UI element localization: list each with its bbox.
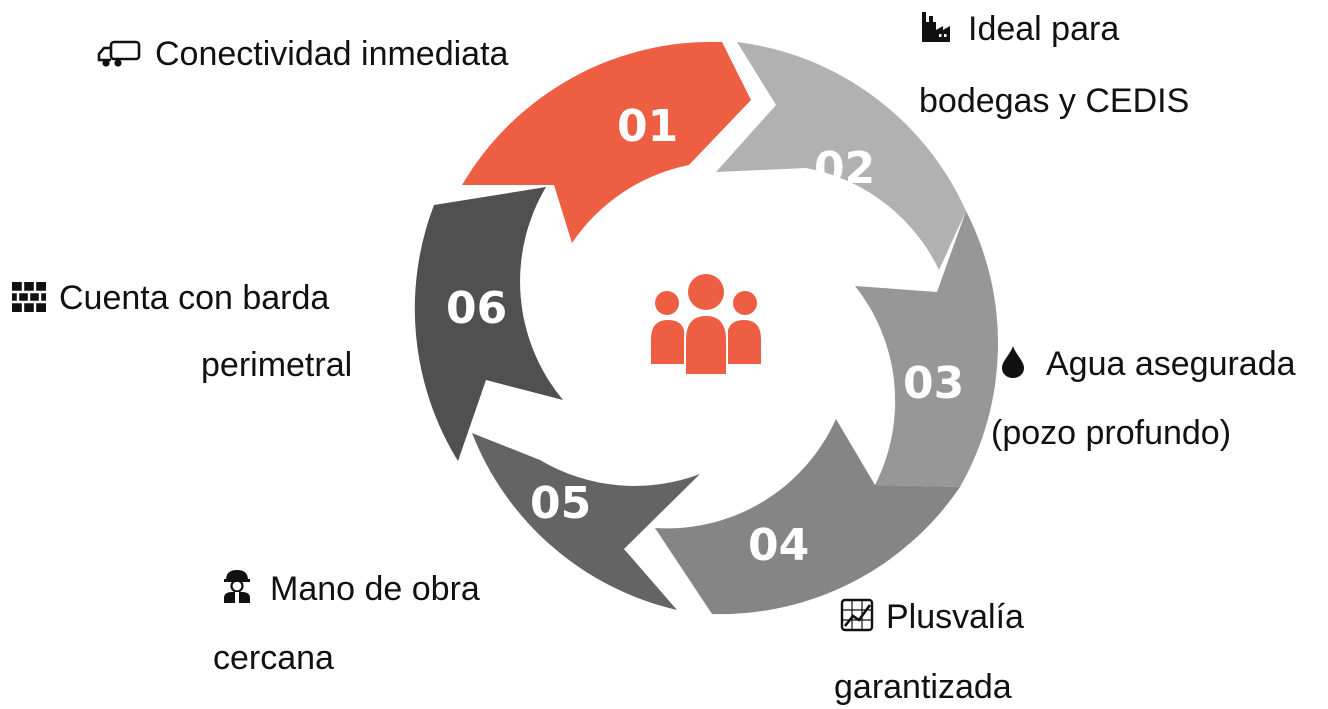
step-label-05-line-1-wrap: Mano de obra: [220, 568, 480, 606]
segment-01: [462, 41, 751, 244]
step-label-03-line-1: Agua asegurada: [1046, 345, 1296, 383]
step-label-02-line-1: Ideal para: [968, 10, 1120, 48]
step-label-05-line-2: cercana: [213, 639, 334, 677]
step-number-03: 03: [903, 358, 964, 409]
step-label-02-line-2: bodegas y CEDIS: [919, 82, 1190, 120]
step-label-03-line-2: (pozo profundo): [991, 414, 1232, 452]
step-label-06-line-1-wrap: Cuenta con barda: [11, 281, 329, 315]
step-label-03-line-1-wrap: Agua asegurada: [1000, 345, 1296, 381]
segment-04: [655, 419, 960, 615]
step-label-04-line-2: garantizada: [834, 668, 1012, 706]
people-group-icon: [651, 274, 761, 374]
step-label-06-line-1: Cuenta con barda: [59, 279, 330, 317]
step-label-01: Conectividad inmediata: [97, 37, 508, 71]
step-label-05-line-1: Mano de obra: [270, 570, 480, 608]
step-number-01: 01: [617, 101, 678, 152]
chart-increase-icon: [840, 598, 874, 632]
step-label-02-line-1-wrap: Ideal para: [920, 10, 1119, 46]
construction-worker-icon: [220, 568, 254, 604]
step-label-04-line-1-wrap: Plusvalía: [840, 598, 1024, 634]
segment-05: [472, 433, 700, 610]
step-number-04: 04: [748, 520, 809, 571]
step-label-01-line-1: Conectividad inmediata: [155, 35, 509, 73]
water-drop-icon: [1000, 345, 1026, 379]
step-label-06-line-2: perimetral: [201, 346, 353, 384]
step-number-05: 05: [530, 478, 591, 529]
step-label-04-line-1: Plusvalía: [886, 598, 1024, 636]
delivery-truck-icon: [97, 39, 143, 69]
step-number-02: 02: [814, 143, 875, 194]
factory-icon: [920, 10, 956, 44]
brick-wall-icon: [11, 281, 47, 313]
segment-03: [855, 211, 999, 487]
segment-02: [716, 42, 966, 270]
step-number-06: 06: [446, 283, 507, 334]
segment-06: [414, 187, 563, 461]
